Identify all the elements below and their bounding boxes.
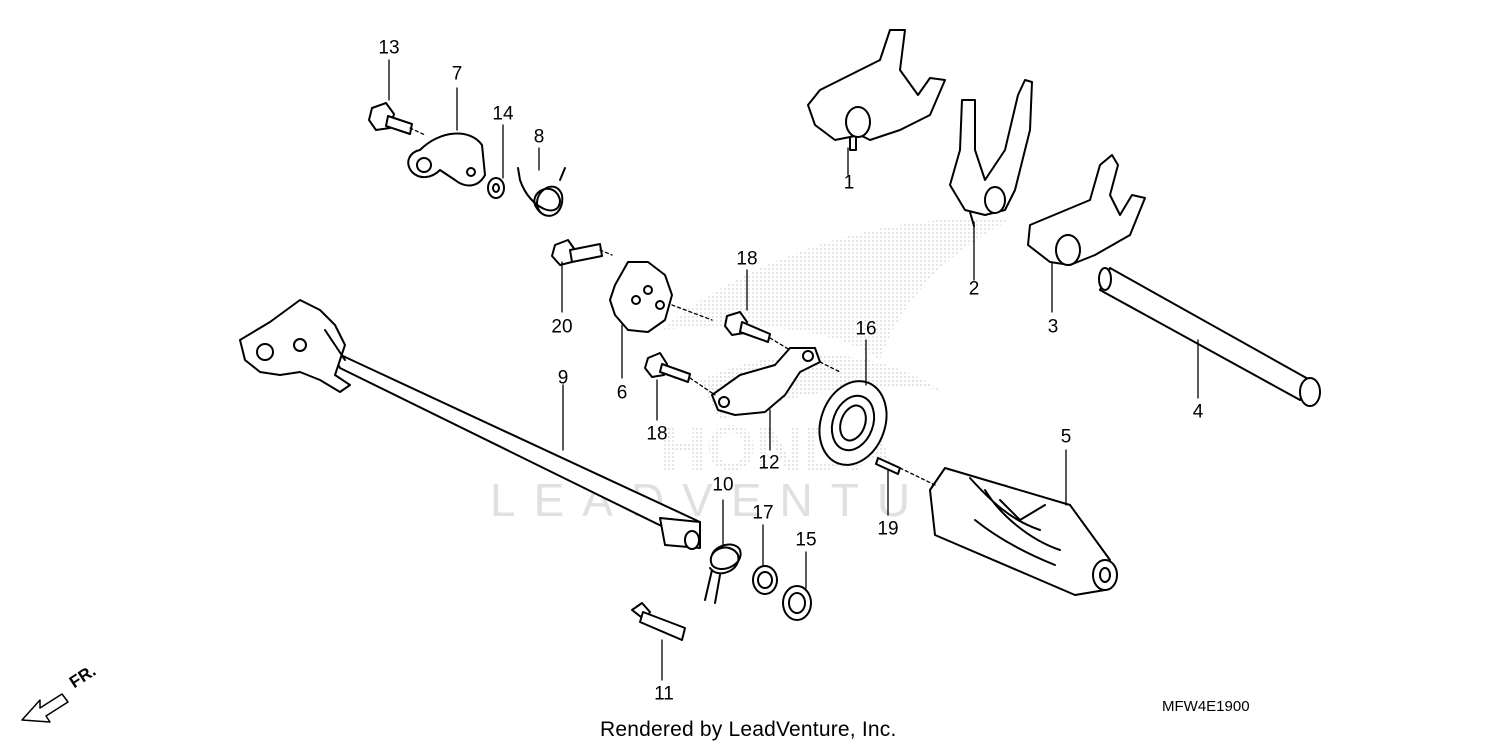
- part-11-pin-bolt: [631, 602, 686, 641]
- footer-credit: Rendered by LeadVenture, Inc.: [600, 718, 897, 741]
- callout-6: 6: [616, 382, 628, 404]
- part-12-bearing-holder: [711, 347, 821, 416]
- callout-11: 11: [654, 683, 674, 705]
- callout-14: 14: [492, 103, 514, 125]
- callout-5: 5: [1060, 426, 1072, 448]
- callout-2: 2: [968, 278, 980, 300]
- part-7-stopper-arm: [407, 132, 486, 187]
- part-17-circlip: [752, 565, 778, 595]
- callout-9: 9: [557, 367, 569, 389]
- part-19-pin: [875, 457, 901, 475]
- part-4-fork-shaft: [1098, 267, 1321, 407]
- part-3-shift-fork: [1027, 154, 1146, 266]
- callout-19: 19: [877, 518, 899, 540]
- part-16-bearing: [818, 380, 888, 466]
- part-14-washer: [487, 177, 505, 199]
- part-20-bolt: [551, 239, 603, 266]
- part-1-shift-fork: [807, 29, 946, 151]
- callout-8: 8: [533, 126, 545, 148]
- callout-13: 13: [378, 37, 400, 59]
- part-15-washer: [782, 585, 812, 621]
- part-18-bolt-upper: [724, 311, 771, 343]
- callout-12: 12: [758, 452, 780, 474]
- part-14-washer-hole: [492, 183, 500, 193]
- callout-7: 7: [451, 63, 463, 85]
- callout-1: 1: [843, 172, 855, 194]
- callout-3: 3: [1047, 316, 1059, 338]
- diagram-code: MFW4E1900: [1162, 698, 1250, 715]
- callout-10: 10: [712, 474, 734, 496]
- watermark-wing: [660, 218, 1010, 360]
- part-6-drum-center: [609, 261, 673, 333]
- callout-16: 16: [855, 318, 877, 340]
- callout-18-upper: 18: [736, 248, 758, 270]
- leader-lines: [388, 59, 1199, 681]
- callout-20: 20: [551, 316, 573, 338]
- part-8-spring: [517, 167, 566, 217]
- part-5-shift-drum: [929, 467, 1118, 596]
- callout-17: 17: [752, 502, 774, 524]
- part-18-bolt-lower: [644, 352, 691, 383]
- callout-18-lower: 18: [646, 423, 668, 445]
- callout-15: 15: [795, 529, 817, 551]
- part-10-spring: [704, 543, 742, 604]
- front-direction-arrow: [21, 693, 69, 723]
- callout-4: 4: [1192, 401, 1204, 423]
- part-9-shift-spindle: [239, 299, 701, 550]
- part-2-shift-fork: [949, 79, 1033, 227]
- part-13-bolt: [368, 102, 413, 135]
